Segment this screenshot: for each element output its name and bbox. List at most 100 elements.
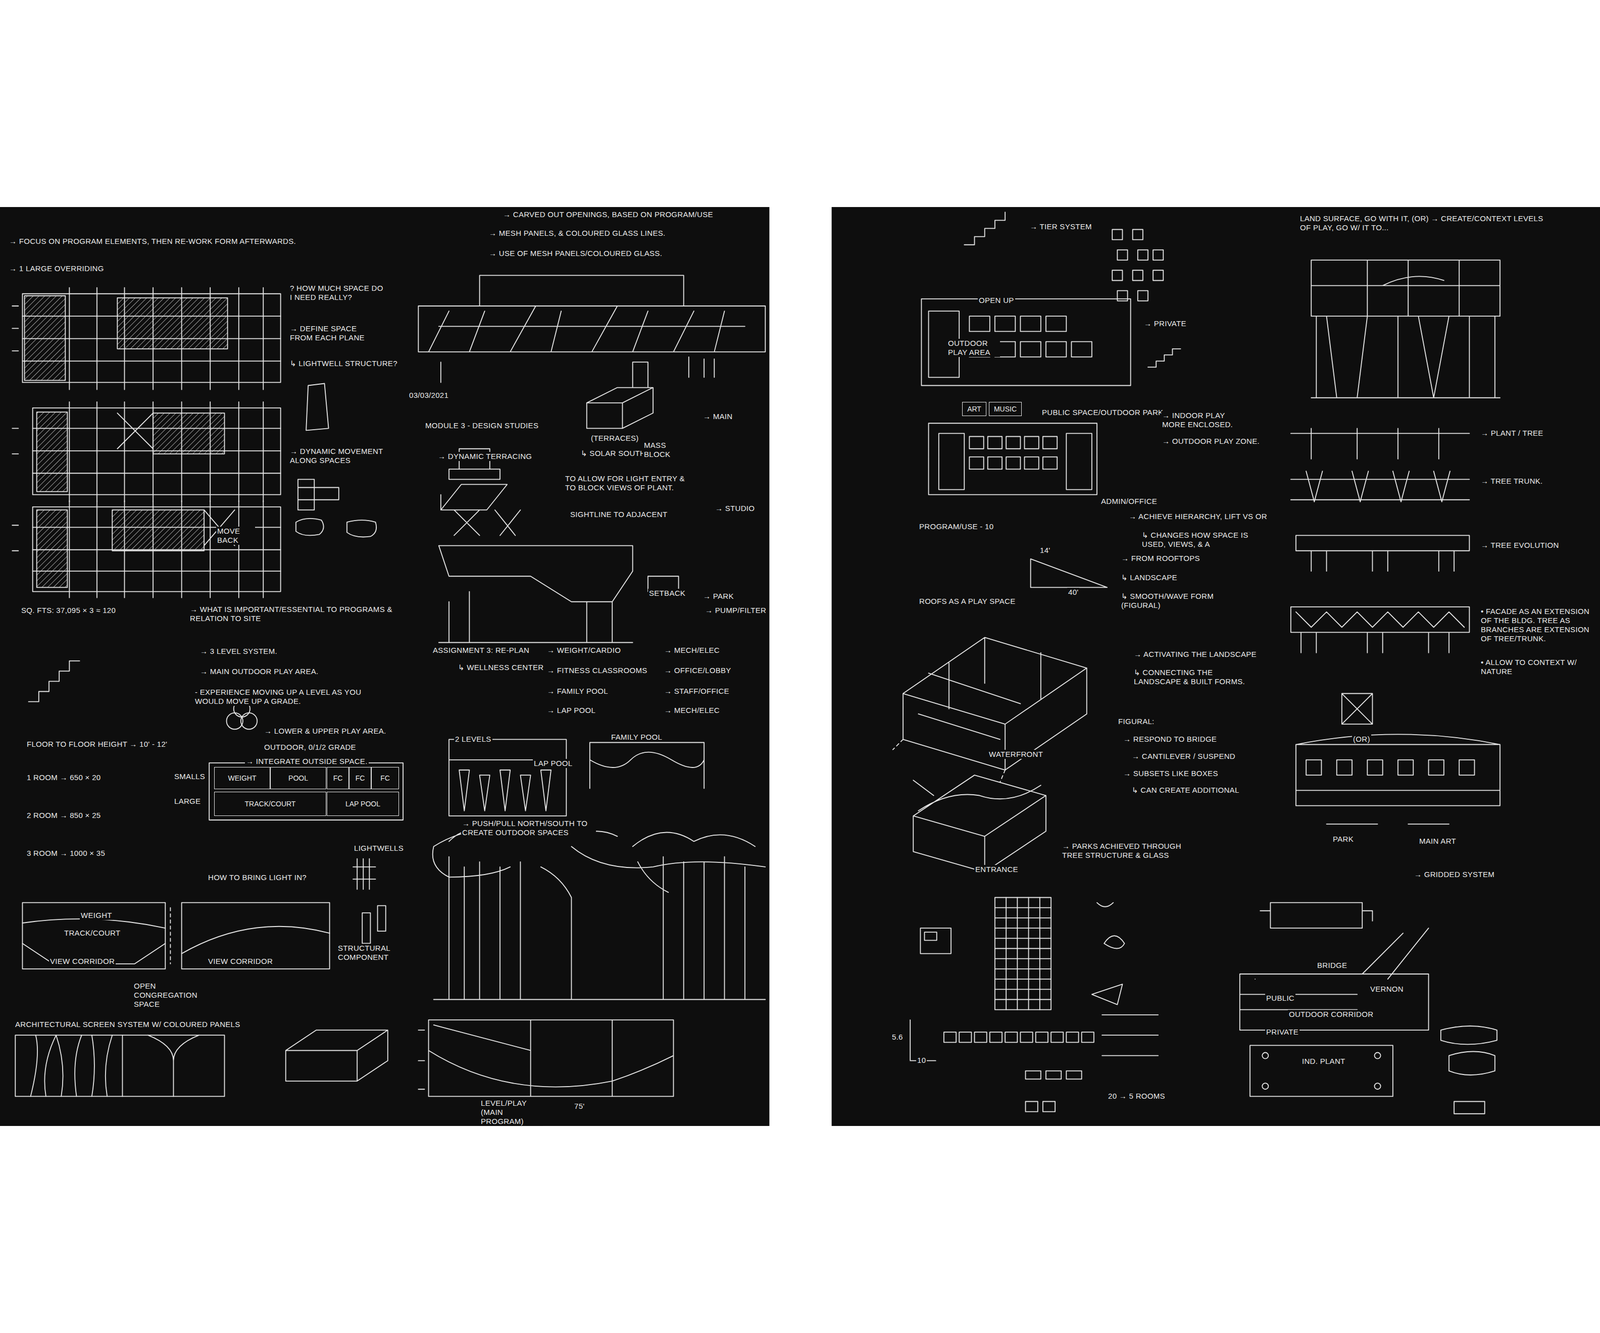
annotation: → FOCUS ON PROGRAM ELEMENTS, THEN RE-WOR… (8, 236, 297, 246)
annotation: → PRIVATE (1142, 319, 1188, 329)
annotation: OUTDOOR, 0/1/2 GRADE (263, 742, 358, 753)
annotation: 10 (916, 1056, 927, 1066)
cell-label: FC (333, 774, 343, 783)
annotation: ↳ CHANGES HOW SPACE IS USED, VIEWS, & A (1140, 530, 1256, 549)
annotation: LARGE (173, 796, 202, 807)
annotation: SETBACK (647, 588, 687, 598)
annotation: ↳ LIGHTWELL STRUCTURE? (288, 359, 399, 369)
annotation: → 3 LEVEL SYSTEM. (198, 646, 279, 657)
program-cell: POOL (270, 767, 327, 790)
program-cell: ART (962, 402, 987, 417)
annotation: ↳ SMOOTH/WAVE FORM (FIGURAL) (1120, 591, 1235, 611)
annotation: MODULE 3 - DESIGN STUDIES (424, 421, 540, 431)
annotation: ? HOW MUCH SPACE DO I NEED REALLY? (288, 283, 388, 303)
annotation: FLOOR TO FLOOR HEIGHT → 10' - 12' (25, 739, 169, 749)
annotation: → DEFINE SPACE FROM EACH PLANE (288, 324, 383, 343)
annotation: ADMIN/OFFICE (1100, 496, 1159, 507)
annotation: → WEIGHT/CARDIO (545, 645, 622, 656)
annotation: → CARVED OUT OPENINGS, BASED ON PROGRAM/… (502, 210, 715, 220)
annotation: SMALLS (173, 772, 207, 782)
annotation: ROOFS AS A PLAY SPACE (918, 596, 1017, 607)
annotation: 14' (1038, 545, 1052, 556)
annotation: 5.6 (890, 1032, 905, 1042)
program-cell: FC (371, 767, 399, 790)
annotation: TO ALLOW FOR LIGHT ENTRY & TO BLOCK VIEW… (564, 474, 689, 493)
annotation: WEIGHT (79, 911, 114, 921)
annotation: → RESPOND TO BRIDGE (1122, 734, 1218, 744)
annotation: → FAMILY POOL (545, 686, 610, 696)
annotation: → PUSH/PULL NORTH/SOUTH TO CREATE OUTDOO… (461, 819, 596, 838)
annotation: STRUCTURAL COMPONENT (336, 943, 400, 963)
annotation: OPEN UP (977, 295, 1016, 306)
annotation: 2 LEVELS (454, 734, 493, 744)
annotation: TRACK/COURT (63, 928, 122, 938)
annotation: LEVEL/PLAY (MAIN PROGRAM) (479, 1098, 543, 1127)
annotation: → LOWER & UPPER PLAY AREA. (263, 726, 388, 736)
annotation: → USE OF MESH PANELS/COLOURED GLASS. (487, 248, 664, 259)
annotation: OUTDOOR CORRIDOR (1287, 1010, 1375, 1020)
annotation: → MESH PANELS, & COLOURED GLASS LINES. (487, 228, 667, 238)
annotation: WATERFRONT (987, 750, 1044, 760)
program-cell: TRACK/COURT (214, 791, 327, 817)
annotation: ↳ WELLNESS CENTER (457, 663, 545, 673)
annotation: → OFFICE/LOBBY (663, 666, 733, 676)
annotation: • FACADE AS AN EXTENSION OF THE BLDG. TR… (1479, 607, 1594, 644)
annotation: ENTRANCE (974, 865, 1020, 875)
annotation: → PUMP/FILTER (704, 606, 768, 616)
program-cell: MUSIC (988, 402, 1022, 417)
annotation: FIGURAL: (1117, 717, 1156, 727)
annotation: ↳ SOLAR SOUTH (579, 448, 647, 459)
annotation: 03/03/2021 (408, 390, 450, 400)
annotation: → PARKS ACHIEVED THROUGH TREE STRUCTURE … (1061, 841, 1186, 861)
annotation: ↳ CAN CREATE ADDITIONAL (1130, 785, 1241, 795)
annotation: FAMILY POOL (610, 732, 664, 742)
cell-label: ART (967, 405, 982, 414)
annotation: → MAIN (702, 412, 734, 422)
annotation: PARK (1331, 834, 1355, 844)
cell-label: WEIGHT (228, 774, 257, 783)
annotation: 40' (1067, 587, 1080, 597)
cell-label: LAP POOL (345, 800, 381, 809)
cell-label: FC (380, 774, 390, 783)
annotation: MAIN ART (1418, 836, 1458, 846)
annotation: → TREE EVOLUTION (1479, 540, 1561, 550)
annotation: SIGHTLINE TO ADJACENT (569, 510, 669, 520)
annotation: PROGRAM/USE - 10 (918, 522, 995, 532)
annotation: MASS BLOCK (642, 440, 676, 460)
annotation: • ALLOW TO CONTEXT W/ NATURE (1479, 658, 1594, 677)
program-cell: LAP POOL (326, 791, 399, 817)
program-cell: WEIGHT (214, 767, 271, 790)
annotation: VIEW CORRIDOR (48, 957, 116, 967)
annotation: ARCHITECTURAL SCREEN SYSTEM W/ COLOURED … (14, 1020, 242, 1030)
annotation: → MECH/ELEC (663, 645, 721, 656)
annotation: 1 ROOM → 650 × 20 (25, 773, 102, 783)
annotation: OPEN CONGREGATION SPACE (132, 981, 217, 1010)
annotation: ASSIGNMENT 3: RE-PLAN (431, 645, 531, 656)
annotation: ↳ CONNECTING THE LANDSCAPE & BUILT FORMS… (1132, 668, 1258, 687)
annotation: → OUTDOOR PLAY ZONE. (1161, 436, 1261, 446)
annotation: 2 ROOM → 850 × 25 (25, 811, 102, 821)
annotation: → TREE TRUNK. (1479, 476, 1544, 486)
annotation: → DYNAMIC TERRACING (436, 452, 533, 462)
annotation: MOVE BACK (216, 526, 256, 545)
cell-label: FC (355, 774, 366, 783)
annotation: OUTDOOR PLAY AREA (946, 338, 1000, 358)
annotation: → TIER SYSTEM (1028, 222, 1093, 232)
annotation: → FROM ROOFTOPS (1120, 554, 1202, 564)
annotation: → ACHIEVE HIERARCHY, LIFT VS OR (1127, 512, 1269, 522)
annotation: LIGHTWELLS (353, 843, 405, 854)
annotation: PUBLIC SPACE/OUTDOOR PARK (1040, 408, 1165, 418)
annotation: 75' (573, 1102, 586, 1112)
annotation: (TERRACES) (589, 433, 640, 443)
cell-label: MUSIC (993, 405, 1017, 414)
annotation: → STUDIO (714, 504, 756, 514)
annotation: PRIVATE (1265, 1027, 1300, 1037)
annotation: → WHAT IS IMPORTANT/ESSENTIAL TO PROGRAM… (188, 605, 395, 624)
annotation: LAND SURFACE, GO WITH IT, (OR) → CREATE/… (1298, 214, 1557, 233)
annotation: → MAIN OUTDOOR PLAY AREA. (198, 667, 320, 677)
annotation: → ACTIVATING THE LANDSCAPE (1132, 650, 1258, 660)
annotation: VIEW CORRIDOR (207, 957, 274, 967)
annotation: → PLANT / TREE (1479, 428, 1545, 438)
